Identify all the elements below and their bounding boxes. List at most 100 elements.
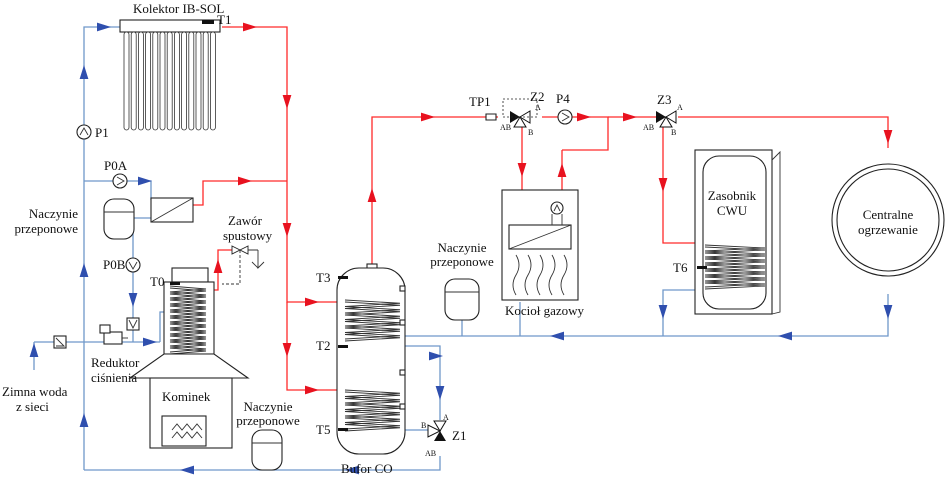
coil-winding — [344, 299, 401, 340]
expansion-mid-line1: Naczynie — [437, 240, 486, 255]
expansion-mid-line2: przeponowe — [430, 254, 494, 269]
valve-z1-label: Z1 — [452, 428, 466, 443]
reducer-line1: Reduktor — [91, 355, 140, 370]
flow-arrow — [883, 305, 893, 319]
flow-arrow — [577, 112, 591, 122]
collector-tube — [188, 31, 195, 131]
pump-p4: P4 — [556, 91, 573, 125]
dhw-label-line1: Zasobnik — [708, 188, 757, 203]
flow-arrow — [79, 263, 89, 277]
z2-port-a: A — [535, 103, 541, 112]
filter-mains — [53, 335, 67, 349]
fireplace-label: Kominek — [162, 389, 211, 404]
flow-arrow — [658, 178, 668, 192]
gas-boiler-label: Kocioł gazowy — [505, 303, 585, 318]
cold-water-line2: z sieci — [16, 399, 49, 414]
flow-arrow — [658, 305, 668, 319]
plate-heat-exchanger — [150, 197, 194, 223]
z1-port-b: B — [421, 421, 426, 430]
z2-port-ab: AB — [500, 123, 511, 132]
flow-arrow — [29, 343, 39, 357]
flow-arrow — [79, 65, 89, 79]
z3-port-ab: AB — [643, 123, 654, 132]
sensor-t0-label: T0 — [150, 274, 164, 289]
gas-boiler: Kocioł gazowy — [501, 189, 585, 318]
expansion-bottom-line2: przeponowe — [236, 413, 300, 428]
central-heating-line1: Centralne — [863, 207, 914, 222]
pump-p0b-label: P0B — [103, 257, 126, 272]
central-heating: Centralne ogrzewanie — [831, 163, 945, 277]
sensor-t2-label: T2 — [316, 338, 330, 353]
buffer-tank: T3 T2 T5 Bufor CO — [316, 263, 406, 476]
collector-label: Kolektor IB-SOL — [133, 1, 224, 16]
flow-arrow — [367, 188, 377, 202]
collector-tube — [181, 31, 188, 131]
collector-tube — [130, 31, 137, 131]
flow-arrow — [345, 465, 359, 475]
collector-tube — [159, 31, 166, 131]
flow-arrow — [421, 112, 435, 122]
flow-arrow — [282, 343, 292, 357]
flow-arrow — [282, 95, 292, 109]
coil-winding — [169, 287, 207, 355]
collector-tube — [152, 31, 159, 131]
flow-arrow — [778, 331, 792, 341]
sensor-t6-label: T6 — [673, 260, 688, 275]
sensor-t5-label: T5 — [316, 422, 330, 437]
dhw-label-line2: CWU — [717, 203, 748, 218]
flow-arrow — [282, 223, 292, 237]
flow-arrow — [550, 331, 564, 341]
coil-winding — [344, 301, 401, 342]
collector-tube — [173, 31, 180, 131]
expansion-vessel-left: Naczynie przeponowe — [14, 198, 135, 240]
flow-arrow — [213, 259, 223, 273]
valve-z2-label: Z2 — [530, 89, 544, 104]
collector-tube — [145, 31, 152, 131]
reducer-line2: ciśnienia — [91, 370, 137, 385]
drain-valve-line1: Zawór — [228, 213, 263, 228]
collector-tube — [209, 31, 216, 131]
z1-port-a: A — [443, 413, 449, 422]
z2-port-b: B — [528, 128, 533, 137]
valve-z3-label: Z3 — [657, 92, 671, 107]
flow-arrow — [180, 465, 194, 475]
expansion-bottom-line1: Naczynie — [243, 399, 292, 414]
z3-port-b: B — [671, 128, 676, 137]
dhw-tank: Zasobnik CWU T6 — [673, 149, 781, 315]
coil-winding — [704, 246, 766, 290]
expansion-left-line2: przeponowe — [14, 221, 78, 236]
pump-p1: P1 — [76, 124, 109, 140]
flow-arrow — [557, 163, 567, 177]
pressure-reducer: Reduktor ciśnienia — [91, 324, 140, 385]
sensor-t1-label: T1 — [217, 12, 231, 27]
valve-z2: A B AB TP1 Z2 — [469, 89, 544, 137]
flow-arrow — [238, 176, 252, 186]
flow-arrow — [243, 22, 257, 32]
flow-arrow — [517, 163, 527, 177]
expansion-vessel-mid: Naczynie przeponowe — [430, 240, 494, 321]
flow-arrow — [305, 385, 319, 395]
expansion-vessel-bottom: Naczynie przeponowe — [236, 399, 300, 471]
valve-z1: A B AB Z1 — [421, 413, 466, 458]
cold-water-inlet: Zimna woda z sieci — [2, 384, 68, 414]
flow-arrow — [623, 112, 637, 122]
fireplace: Kominek T0 — [128, 267, 250, 449]
collector-tube — [123, 31, 130, 131]
z1-port-ab: AB — [425, 449, 436, 458]
drain-valve-line2: spustowy — [223, 228, 273, 243]
flow-arrow — [128, 293, 138, 307]
flow-arrow — [305, 297, 319, 307]
z3-port-a: A — [677, 103, 683, 112]
collector-tube — [202, 31, 209, 131]
valve-z3: A B AB Z3 — [643, 92, 683, 137]
flow-arrow — [79, 413, 89, 427]
pump-p0a-label: P0A — [104, 158, 128, 173]
collector-tube — [137, 31, 144, 131]
flow-arrows — [29, 22, 893, 475]
collector-tube — [166, 31, 173, 131]
coil-winding — [344, 391, 401, 432]
flow-arrow — [138, 176, 152, 186]
drain-valve: Zawór spustowy — [222, 213, 273, 285]
pump-p4-label: P4 — [556, 91, 570, 106]
